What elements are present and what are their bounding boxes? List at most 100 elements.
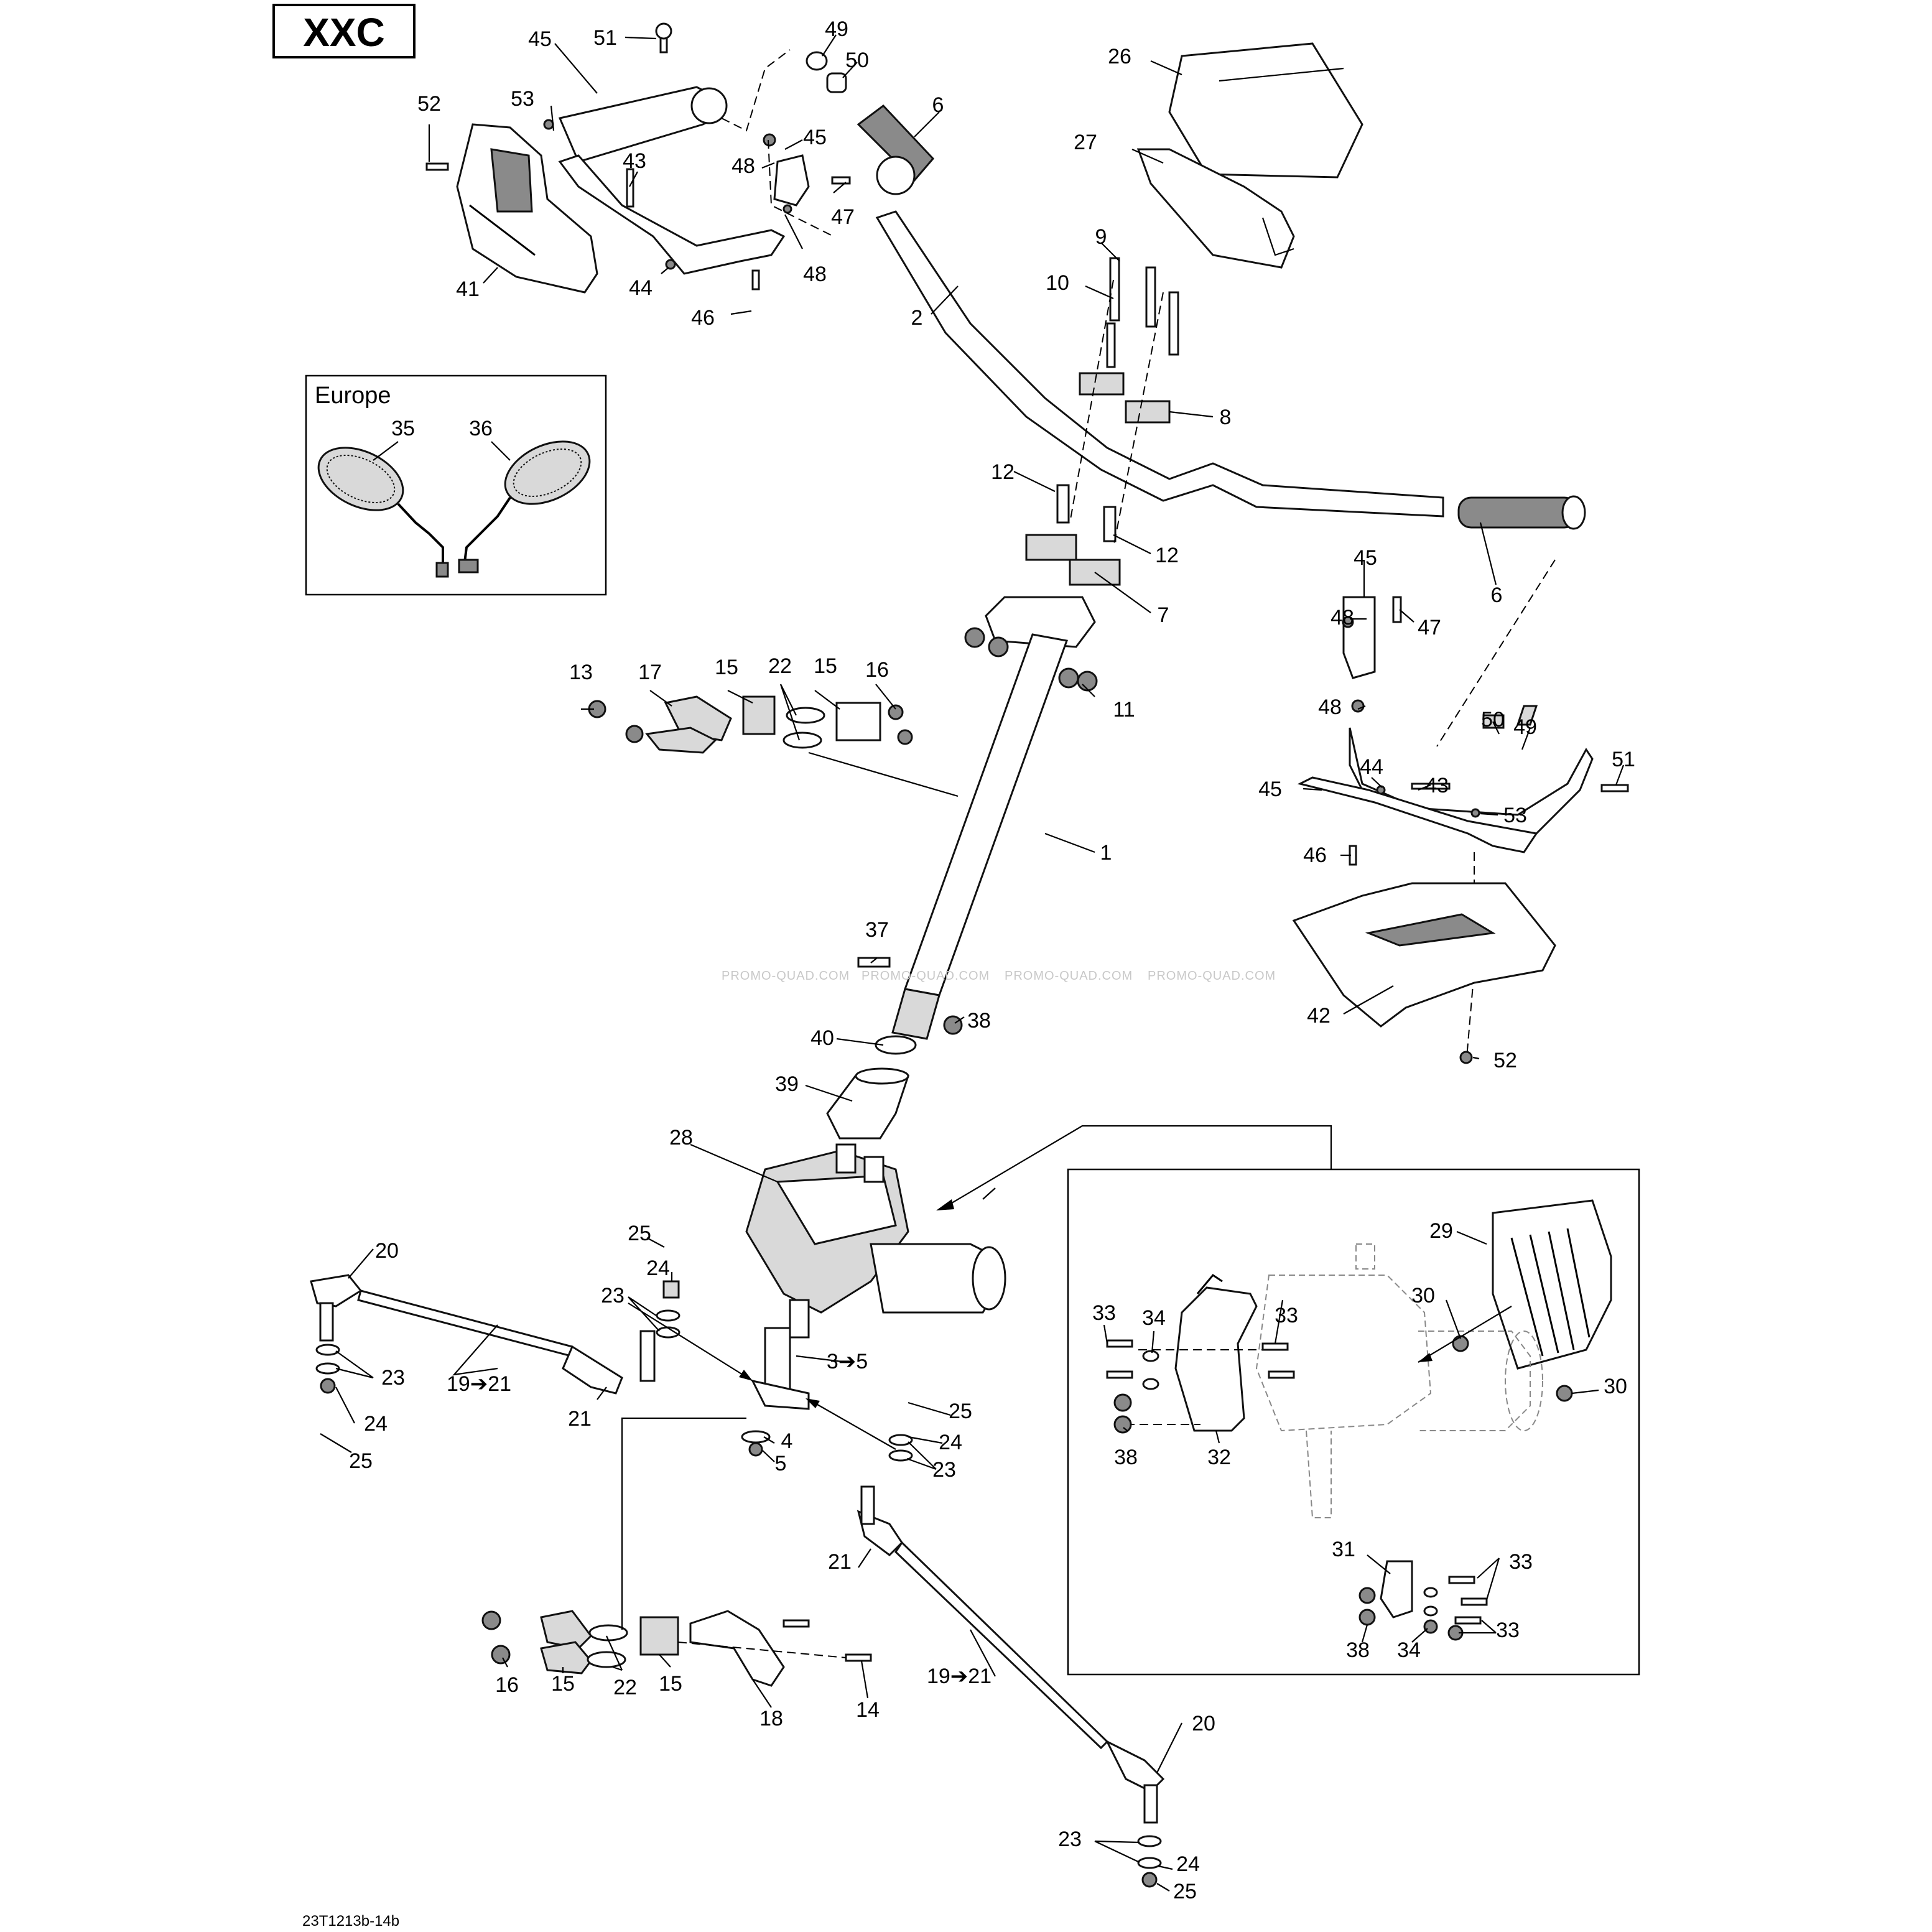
steering-gear-28 [745,1143,1006,1339]
callout: 45 [1354,546,1377,570]
callout: 25 [628,1222,651,1245]
callout: 24 [646,1256,670,1280]
callout: 49 [825,17,848,41]
watermark-text: PROMO-QUAD.COM [1148,969,1276,983]
detail-inset [936,1125,1640,1676]
callout: 45 [528,27,552,51]
grip-upper-6 [857,104,935,195]
callout: 23 [932,1458,956,1482]
callout: 6 [1491,583,1503,607]
callout: 8 [1220,406,1232,429]
europe-inset: Europe [305,374,607,596]
handlebar-pad-26 [1168,42,1363,179]
callout: 15 [814,654,837,678]
diagram-code: 23T1213b-14b [302,1913,399,1930]
callout: 51 [593,26,617,50]
callout: 47 [1418,616,1441,639]
callout: 15 [659,1672,682,1696]
callout: 42 [1307,1004,1331,1028]
hand-guard-right-assembly [1292,559,1629,1064]
callout: 20 [1192,1712,1215,1735]
callout: 16 [865,658,889,682]
callout: 39 [775,1072,799,1096]
callout: 22 [768,654,792,678]
callout: 26 [1108,45,1131,68]
callout: 12 [991,460,1015,484]
callout: 50 [1481,708,1505,731]
callout: 18 [759,1707,783,1730]
callout: 30 [1604,1375,1627,1398]
callout: 21 [828,1550,852,1574]
watermark-text: PROMO-QUAD.COM [722,969,850,983]
mirror-left-35 [317,447,449,578]
pitman-arm [656,1280,810,1457]
callout: 45 [803,126,827,149]
callout: 50 [845,49,869,72]
callout: 19➔21 [447,1372,511,1396]
callout: 24 [364,1412,388,1436]
callout: 38 [1114,1446,1138,1469]
callout: 19➔21 [927,1665,992,1688]
callout: 34 [1397,1638,1421,1662]
callout: 44 [1360,755,1383,779]
callout: 17 [638,661,662,684]
callout: 28 [669,1126,693,1149]
callout: 46 [1303,843,1327,867]
callout: 4 [781,1429,793,1453]
callout: 33 [1496,1619,1520,1642]
leader-lines [320,34,1625,1892]
callout: 48 [803,262,827,286]
callout: 21 [568,1407,592,1431]
callout: 25 [349,1449,373,1473]
callout: 10 [1046,271,1069,295]
callout: 15 [715,656,738,679]
column-clamp-set-lower [481,1417,872,1687]
callout: 2 [911,306,923,330]
callout: 11 [1113,698,1135,722]
callout: 40 [810,1026,834,1050]
callout: 53 [511,87,534,111]
callout: 23 [381,1366,405,1390]
callout: 14 [856,1698,880,1722]
handlebar-cover-27 [1136,148,1295,269]
callout: 13 [569,661,593,684]
callout: 48 [731,154,755,178]
watermark-text: PROMO-QUAD.COM [1005,969,1133,983]
callout: 25 [949,1400,972,1423]
callout: 41 [456,277,480,301]
callout: 36 [469,417,493,440]
steering-column-1 [857,633,1069,1040]
callout: 53 [1503,804,1527,827]
model-badge: XXC [272,4,416,58]
handlebar-2 [875,210,1444,518]
callout: 52 [1493,1049,1517,1072]
watermark-strip: PROMO-QUAD.COM PROMO-QUAD.COM PROMO-QUAD… [722,969,1276,983]
callout: 37 [865,918,889,942]
callout: 12 [1155,544,1179,567]
callout: 23 [601,1284,625,1307]
callout: 20 [375,1239,399,1263]
callout: 43 [1425,774,1449,797]
callout-labels: 51 49 50 45 53 52 43 48 45 47 48 44 46 4… [349,17,1635,1903]
callout: 33 [1275,1304,1298,1327]
tie-rod-left [310,1274,656,1395]
callout: 38 [967,1009,991,1033]
callout: 5 [775,1452,787,1475]
callout: 46 [691,306,715,330]
grip-right-6 [1457,495,1586,530]
callout: 30 [1411,1284,1435,1307]
callout: 49 [1513,715,1537,739]
callout: 51 [1612,748,1635,771]
callout: 7 [1158,603,1169,627]
callout: 44 [629,276,653,300]
callout: 38 [1346,1638,1370,1662]
callout: 52 [417,92,441,116]
callout: 24 [939,1431,962,1454]
callout: 33 [1509,1550,1533,1574]
boot-39 [826,1035,917,1140]
callout: 3➔5 [827,1350,868,1373]
model-badge-label: XXC [303,10,385,55]
callout: 33 [1092,1301,1116,1325]
callout: 48 [1318,695,1342,719]
watermark-text: PROMO-QUAD.COM [862,969,990,983]
